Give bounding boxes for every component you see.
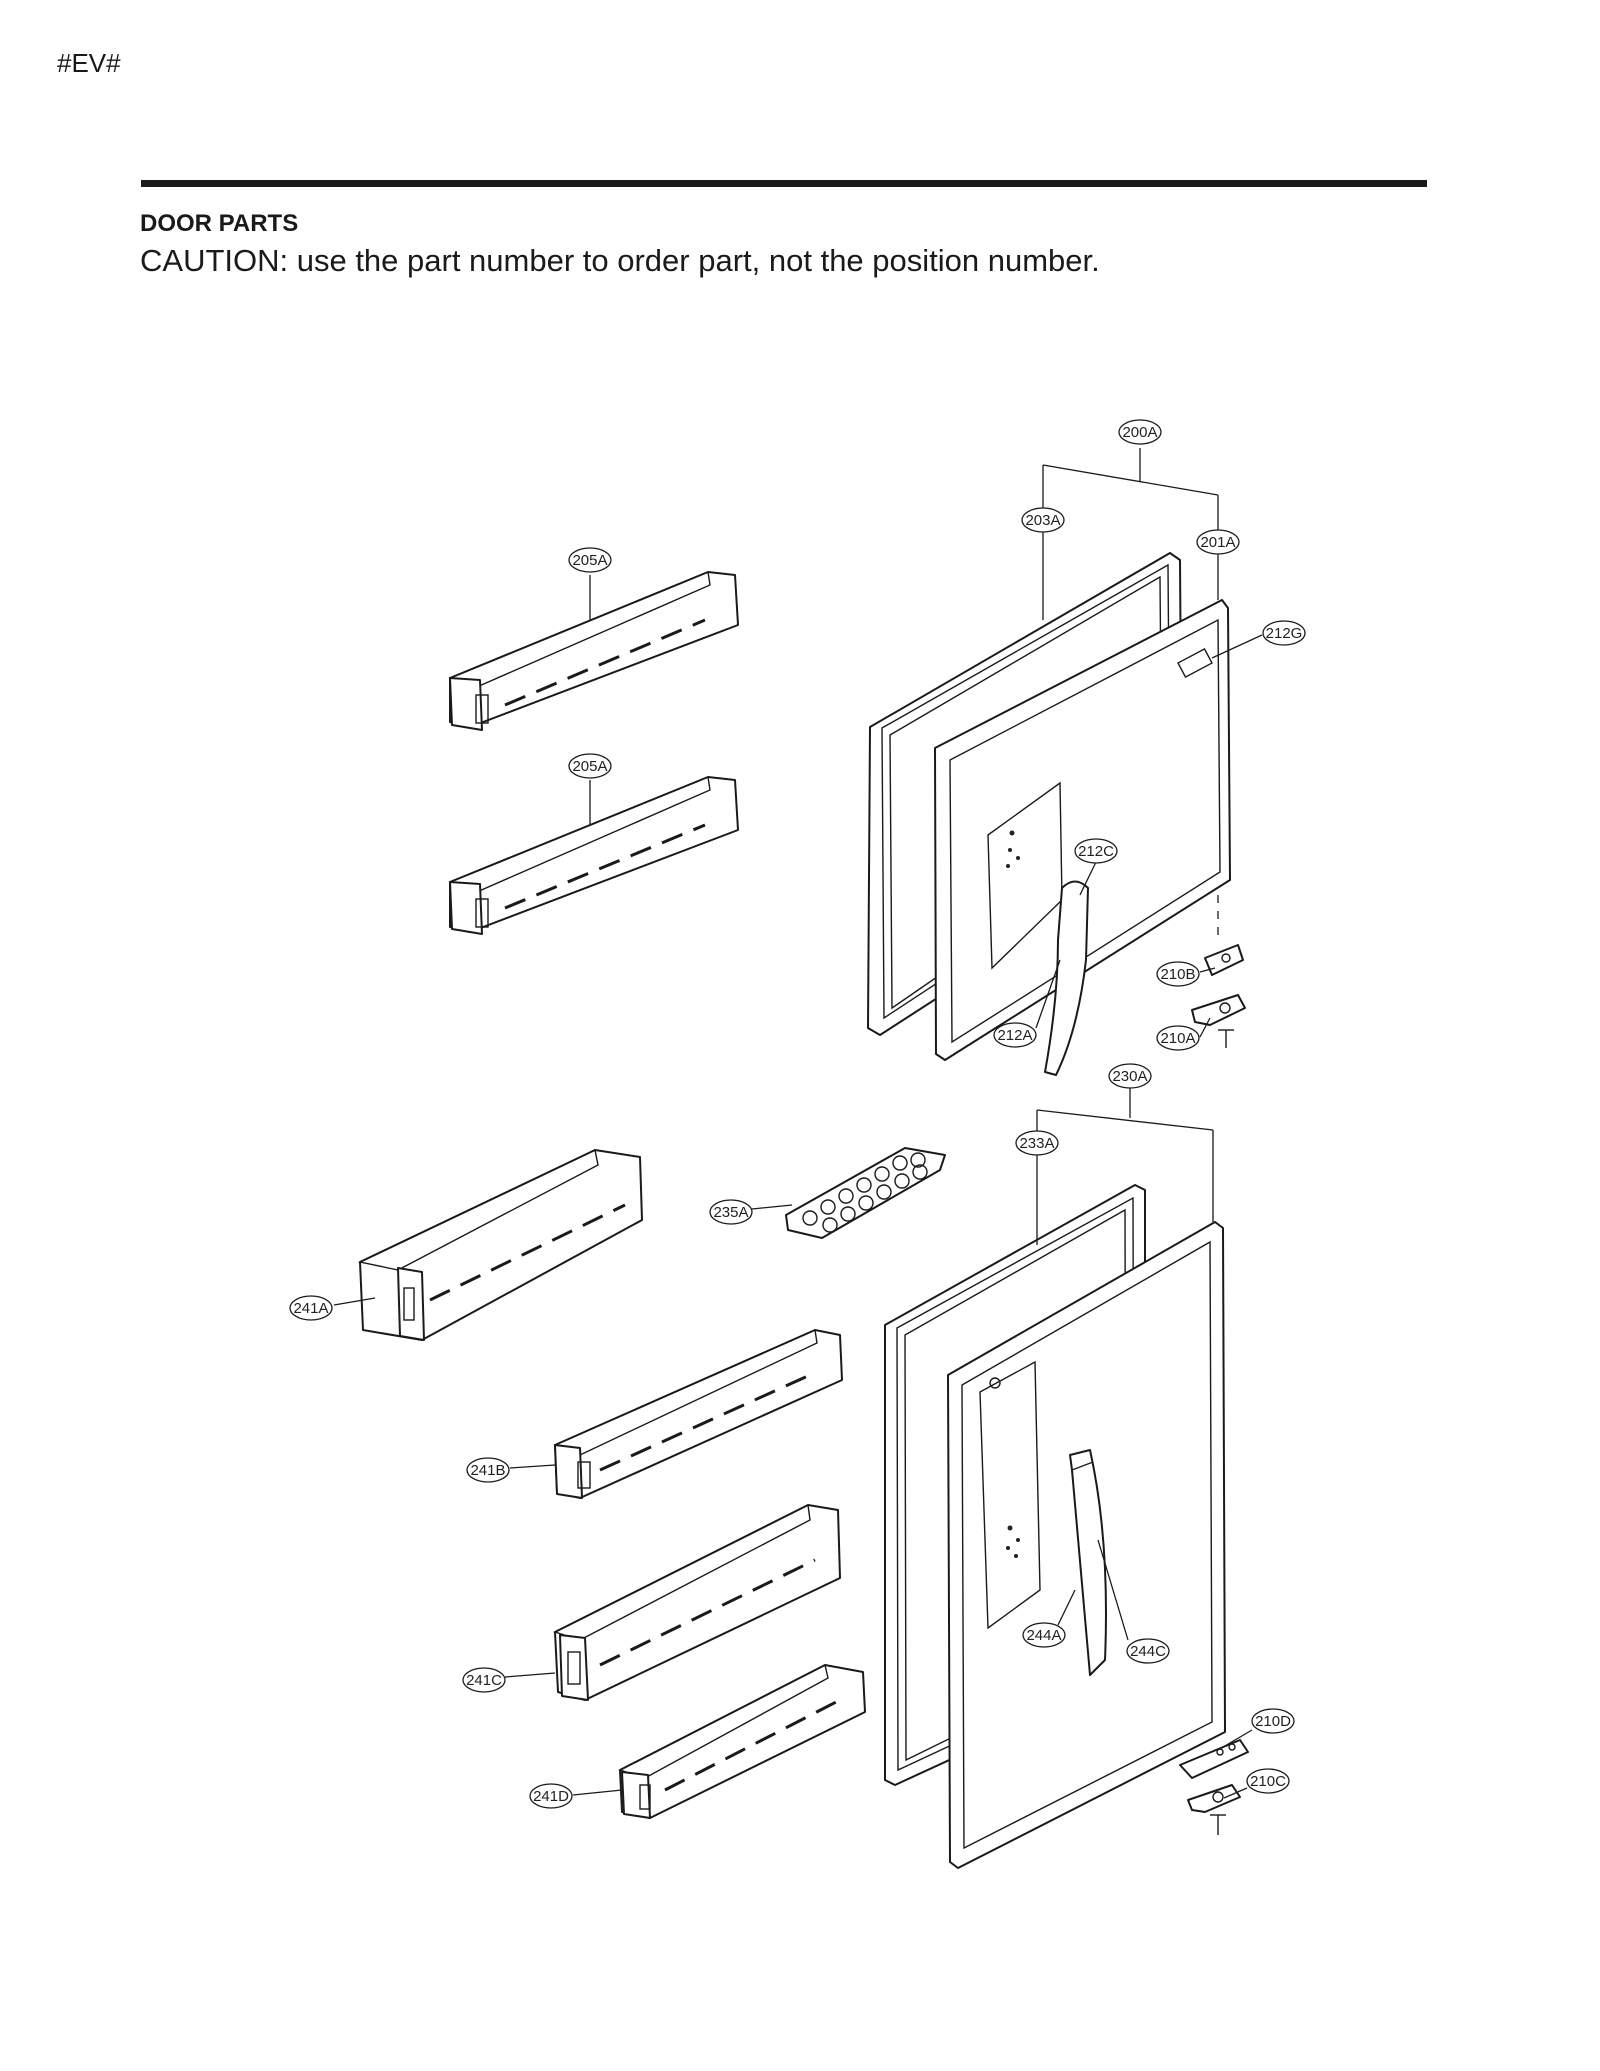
callout-212G: 212G [1262, 620, 1306, 646]
door-bin-241A [357, 1148, 643, 1341]
callout-212A: 212A [993, 1022, 1037, 1048]
svg-text:210C: 210C [1250, 1773, 1286, 1790]
door-bin-205A-lower [448, 776, 739, 935]
door-bin-205A-upper [448, 571, 739, 731]
svg-text:244A: 244A [1026, 1627, 1061, 1644]
svg-text:212G: 212G [1266, 625, 1303, 642]
svg-text:233A: 233A [1019, 1135, 1054, 1152]
callout-210B: 210B [1156, 961, 1200, 987]
callout-244A: 244A [1022, 1622, 1066, 1648]
callout-244C: 244C [1126, 1638, 1170, 1664]
callout-210A: 210A [1156, 1025, 1200, 1051]
egg-tray-235A [785, 1147, 946, 1239]
callout-205A-lower: 205A [568, 753, 612, 779]
callout-230A: 230A [1108, 1063, 1152, 1089]
callout-212C: 212C [1074, 838, 1118, 864]
section-title: DOOR PARTS [140, 210, 299, 237]
lower-hinge [1179, 1739, 1249, 1835]
callout-241B: 241B [466, 1457, 510, 1483]
header-rule [141, 180, 1427, 187]
callout-203A: 203A [1021, 507, 1065, 533]
caution-note: CAUTION: use the part number to order pa… [140, 243, 1100, 278]
callout-210D: 210D [1251, 1708, 1295, 1734]
upper-door-panel [934, 599, 1231, 1061]
door-bin-241D [618, 1663, 866, 1819]
door-bin-241B [553, 1328, 843, 1499]
callout-205A-upper: 205A [568, 547, 612, 573]
callout-241A: 241A [289, 1295, 333, 1321]
lower-door-handle [1069, 1449, 1107, 1676]
svg-text:241A: 241A [293, 1300, 328, 1317]
callout-235A: 235A [709, 1199, 753, 1225]
svg-text:205A: 205A [572, 552, 607, 569]
svg-text:205A: 205A [572, 758, 607, 775]
svg-text:201A: 201A [1200, 534, 1235, 551]
callout-241D: 241D [529, 1783, 573, 1809]
svg-text:241B: 241B [470, 1462, 505, 1479]
svg-text:210B: 210B [1160, 966, 1195, 983]
svg-text:210A: 210A [1160, 1030, 1195, 1047]
callout-241C: 241C [462, 1667, 506, 1693]
svg-text:203A: 203A [1025, 512, 1060, 529]
svg-text:235A: 235A [713, 1204, 748, 1221]
svg-text:212C: 212C [1078, 843, 1114, 860]
svg-text:241D: 241D [533, 1788, 569, 1805]
callout-233A: 233A [1015, 1130, 1059, 1156]
upper-door-handle [1044, 880, 1089, 1076]
callout-201A: 201A [1196, 529, 1240, 555]
svg-text:212A: 212A [997, 1027, 1032, 1044]
callout-200A: 200A [1118, 419, 1162, 445]
callout-210C: 210C [1246, 1768, 1290, 1794]
svg-text:200A: 200A [1122, 424, 1157, 441]
svg-text:230A: 230A [1112, 1068, 1147, 1085]
page-code: #EV# [57, 48, 121, 78]
svg-text:244C: 244C [1130, 1643, 1166, 1660]
door-bin-241C [553, 1503, 841, 1701]
leader-lines [333, 448, 1263, 1799]
svg-text:210D: 210D [1255, 1713, 1291, 1730]
svg-text:241C: 241C [466, 1672, 502, 1689]
